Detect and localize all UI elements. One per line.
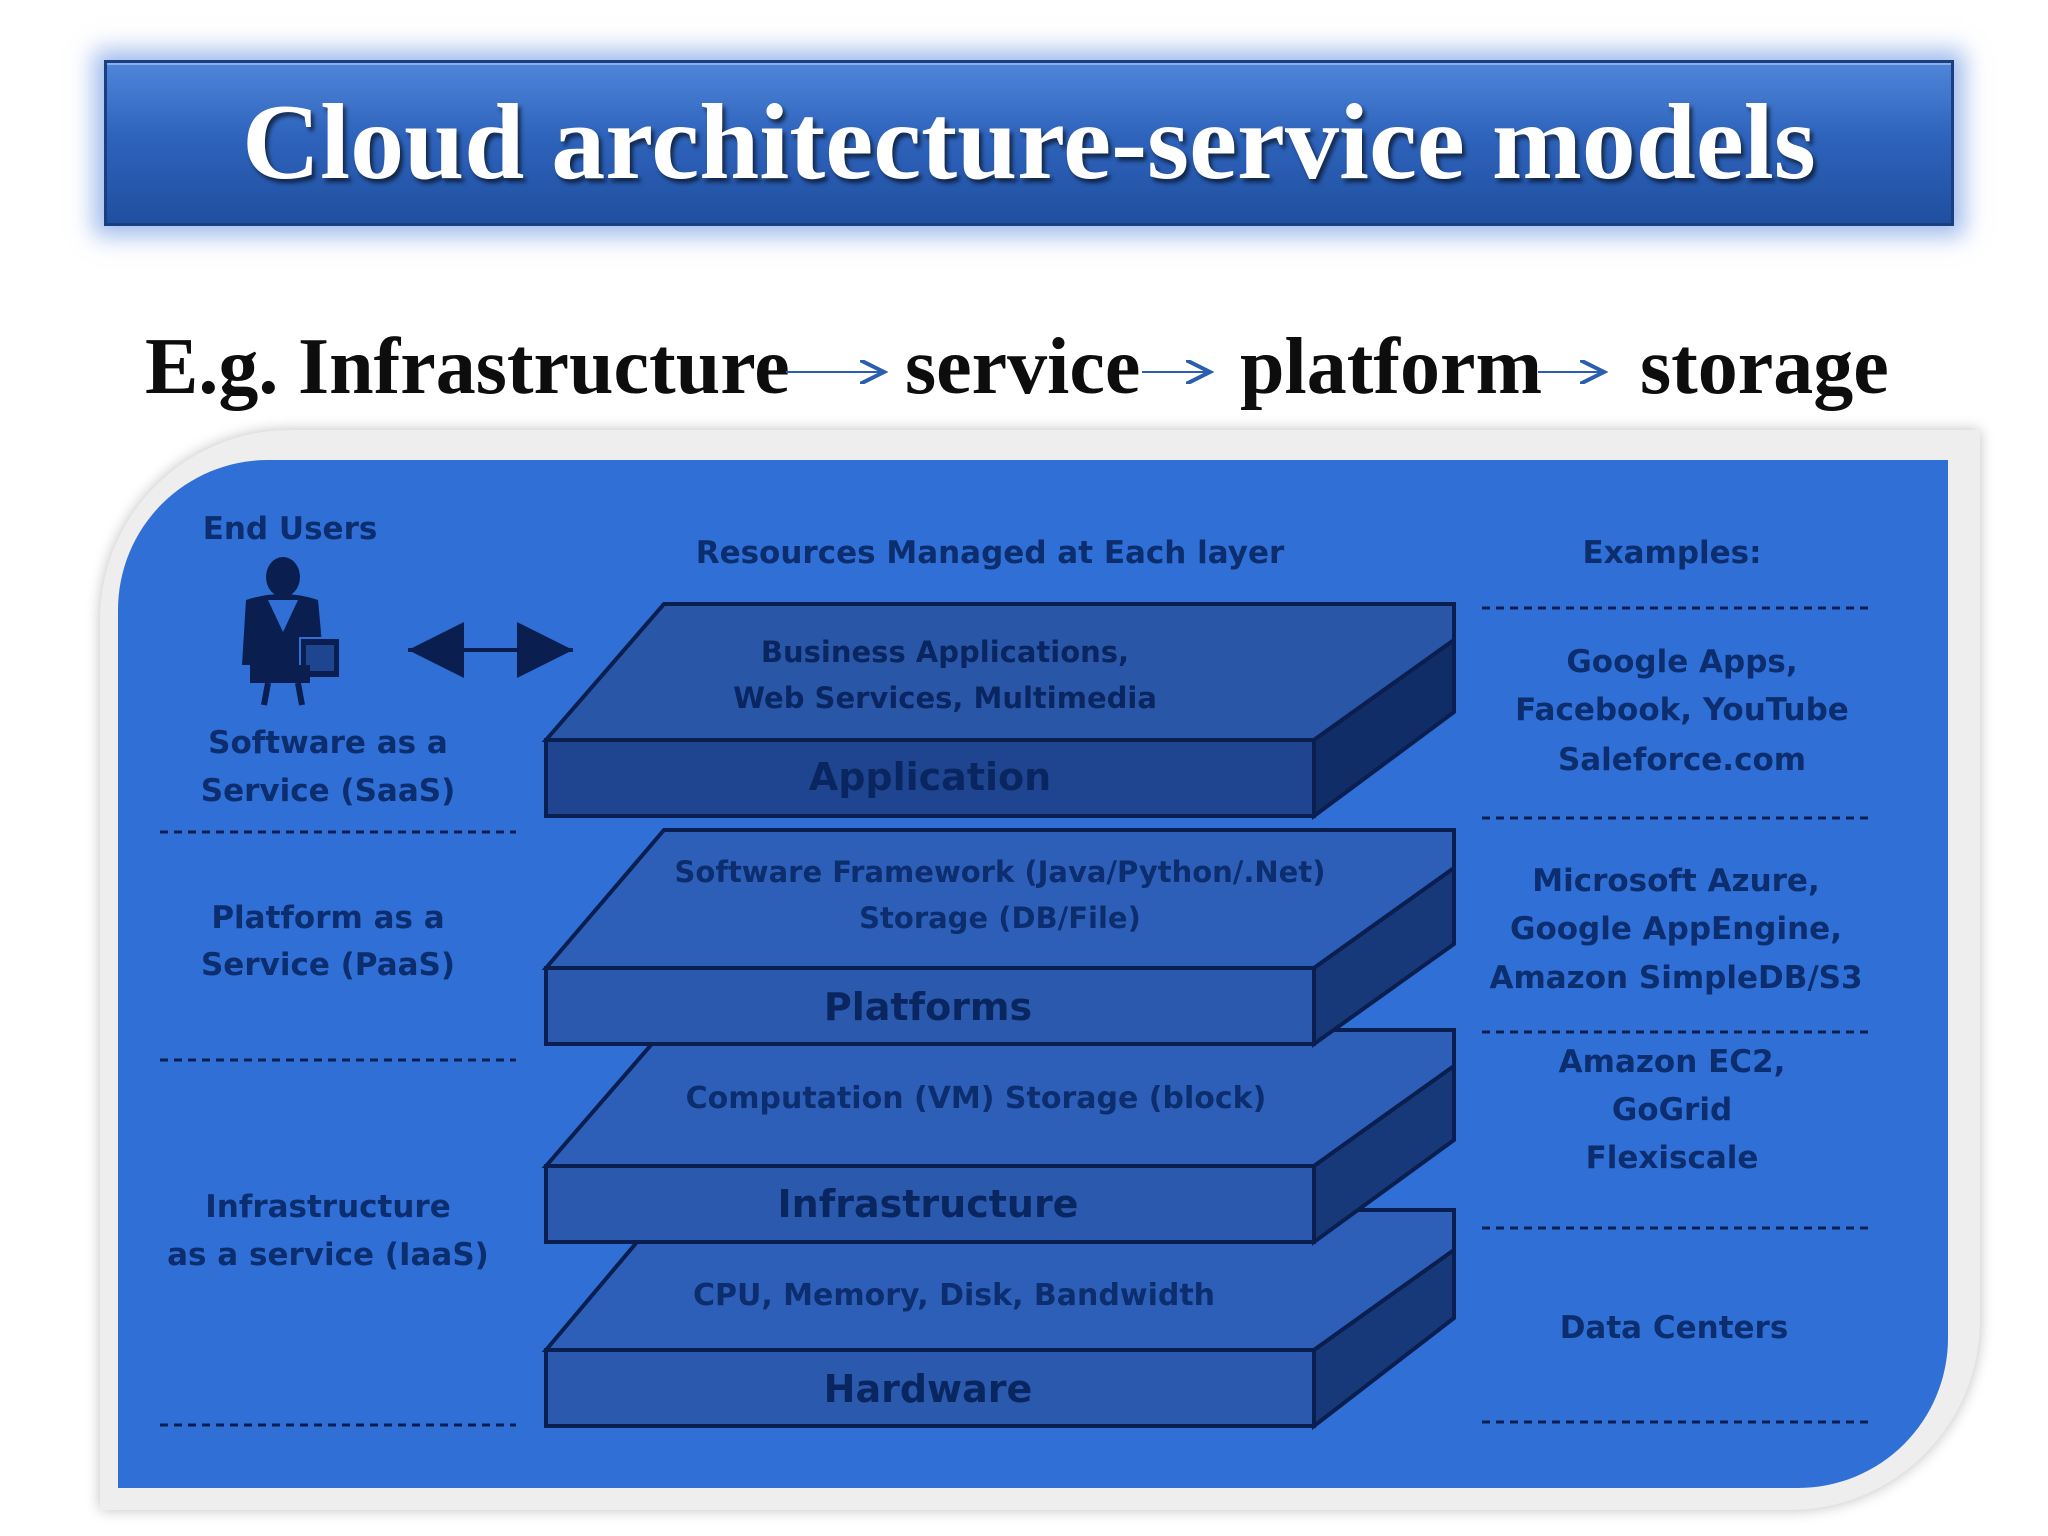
service-flow: E.g. Infrastructure service platform sto… — [145, 323, 1889, 411]
platforms-slab-top — [541, 828, 1456, 970]
hardware-label: Hardware — [824, 1367, 1033, 1411]
flow-prefix: E.g. — [145, 323, 278, 411]
flow-step-platform: platform — [1240, 323, 1542, 411]
application-slab-front — [544, 738, 1316, 818]
diagram-panel: End Users Resources Managed at Each laye… — [118, 460, 1948, 1488]
end-user-icon — [242, 557, 341, 706]
paas-label-line-1: Platform as a — [211, 900, 444, 936]
platforms-slab-front — [544, 966, 1316, 1046]
flow-step-service: service — [905, 323, 1140, 411]
examples-platforms-line-3: Amazon SimpleDB/S3 — [1489, 960, 1862, 996]
examples-infrastructure-line-1: Amazon EC2, — [1559, 1044, 1786, 1080]
hardware-slab-front — [544, 1348, 1316, 1428]
paas-label-line-2: Service (PaaS) — [201, 947, 455, 983]
examples-platforms-line-2: Google AppEngine, — [1510, 911, 1842, 947]
iaas-label-line-1: Infrastructure — [205, 1189, 451, 1225]
application-resources-line-1: Business Applications, — [761, 635, 1129, 669]
layer-infrastructure: Computation (VM) Storage (block) Infrast… — [541, 1028, 1456, 1246]
cloud-layer-diagram: End Users Resources Managed at Each laye… — [160, 511, 1868, 1431]
application-slab-top — [541, 602, 1456, 742]
examples-application-line-2: Facebook, YouTube — [1515, 692, 1849, 728]
page-title: Cloud architecture-service models — [242, 83, 1816, 202]
layer-hardware: CPU, Memory, Disk, Bandwidth Hardware — [541, 1208, 1456, 1431]
platforms-resources-line-1: Software Framework (Java/Python/.Net) — [675, 855, 1326, 889]
iaas-label-line-2: as a service (IaaS) — [167, 1237, 489, 1273]
examples-application-line-1: Google Apps, — [1566, 644, 1797, 680]
platforms-resources-line-2: Storage (DB/File) — [859, 901, 1141, 935]
header-examples: Examples: — [1582, 535, 1761, 571]
examples-platforms-line-1: Microsoft Azure, — [1532, 863, 1819, 899]
examples-hardware: Data Centers — [1560, 1310, 1789, 1346]
infrastructure-label: Infrastructure — [778, 1182, 1079, 1226]
header-end-users: End Users — [203, 511, 378, 547]
flow-step-storage: storage — [1640, 323, 1889, 411]
application-label: Application — [809, 755, 1051, 799]
platforms-label: Platforms — [824, 985, 1032, 1029]
hardware-resources: CPU, Memory, Disk, Bandwidth — [693, 1278, 1215, 1313]
infrastructure-resources: Computation (VM) Storage (block) — [686, 1081, 1267, 1116]
examples-infrastructure-line-3: Flexiscale — [1586, 1140, 1759, 1176]
examples-infrastructure-line-2: GoGrid — [1612, 1092, 1732, 1128]
layer-platforms: Software Framework (Java/Python/.Net) St… — [541, 828, 1456, 1048]
infrastructure-slab-front — [544, 1164, 1316, 1244]
examples-application-line-3: Saleforce.com — [1558, 742, 1806, 778]
saas-label-line-1: Software as a — [208, 725, 448, 761]
flow-step-infrastructure: Infrastructure — [298, 323, 790, 411]
layer-application: Business Applications, Web Services, Mul… — [541, 602, 1456, 820]
application-resources-line-2: Web Services, Multimedia — [733, 681, 1157, 715]
header-resources: Resources Managed at Each layer — [696, 535, 1285, 571]
title-banner: Cloud architecture-service models — [104, 60, 1954, 226]
saas-label-line-2: Service (SaaS) — [201, 773, 456, 809]
